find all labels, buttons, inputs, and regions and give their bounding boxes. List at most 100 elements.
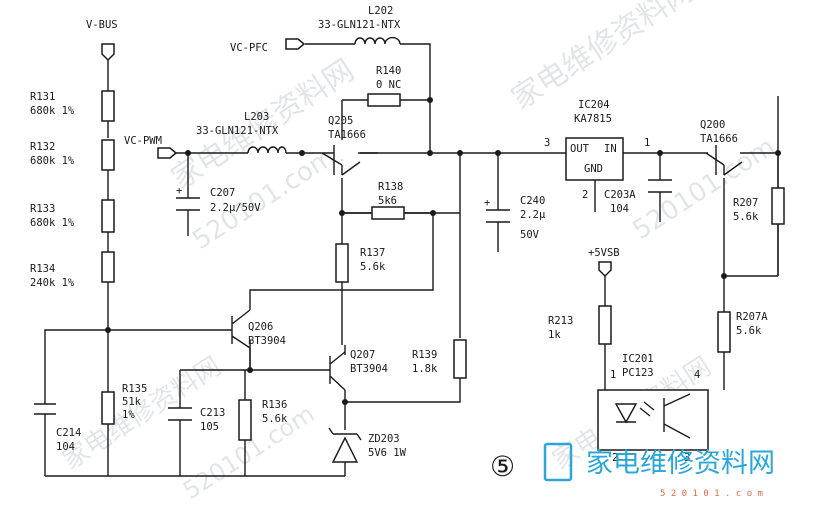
q206-label: Q206: [248, 321, 273, 333]
l202-part: 33-GLN121-NTX: [318, 19, 401, 31]
watermark-logo-url: 5 2 0 1 0 1 . c o m: [660, 489, 763, 499]
q205-part: TA1666: [328, 129, 366, 141]
ic201-part: PC123: [622, 367, 654, 379]
watermark-logo-text: 家电维修资料网: [586, 448, 775, 479]
c203a-capacitor-icon: [648, 179, 672, 193]
watermark-logo: 家电维修资料网 5 2 0 1 0 1 . c o m: [543, 442, 775, 499]
r131-resistor-icon: [101, 90, 115, 122]
c207-capacitor-icon: [176, 197, 200, 211]
r133-value: 680k 1%: [30, 217, 75, 229]
c207-value: 2.2μ/50V: [210, 202, 261, 214]
r133-label: R133: [30, 203, 55, 215]
r207-label: R207: [733, 197, 758, 209]
l203-label: L203: [244, 111, 269, 123]
vc-pfc-label: VC-PFC: [230, 42, 268, 54]
vc-pfc-connector-icon: [285, 38, 306, 50]
q207-part: BT3904: [350, 363, 388, 375]
r207a-label: R207A: [736, 311, 768, 323]
c207-plus: +: [176, 185, 182, 197]
r138-label: R138: [378, 181, 403, 193]
r135-label: R135: [122, 383, 147, 395]
zd203-label: ZD203: [368, 433, 400, 445]
c240-value-2: 50V: [520, 229, 540, 241]
c213-label: C213: [200, 407, 225, 419]
r134-resistor-icon: [101, 251, 115, 283]
zd203-zener-icon: [328, 427, 362, 463]
r136-resistor-icon: [238, 399, 252, 441]
r207a-resistor-icon: [717, 311, 731, 353]
l203-inductor-icon: [247, 146, 287, 154]
ic204-label: IC204: [578, 99, 610, 111]
r135-resistor-icon: [101, 391, 115, 425]
r132-value: 680k 1%: [30, 155, 75, 167]
r140-label: R140: [376, 65, 401, 77]
q207-transistor-icon: [329, 351, 346, 391]
ic204-part: KA7815: [574, 113, 612, 125]
c240-value-1: 2.2μ: [520, 209, 546, 221]
ic204-regulator-icon: [565, 137, 624, 181]
ic201-pin1: 1: [610, 369, 616, 381]
ic204-in: IN: [604, 143, 617, 155]
r134-label: R134: [30, 263, 55, 275]
q206-transistor-icon: [231, 309, 251, 370]
wiring: [44, 43, 779, 477]
r137-value: 5.6k: [360, 261, 386, 273]
ic201-pin4: 4: [694, 369, 700, 381]
ic204-pin3: 3: [544, 137, 550, 149]
r207a-value: 5.6k: [736, 325, 762, 337]
r135-value-2: 1%: [122, 409, 135, 421]
r213-resistor-icon: [598, 305, 612, 345]
watermark-url-2: 520101.com: [627, 132, 780, 246]
zd203-value: 5V6 1W: [368, 447, 407, 459]
q200-label: Q200: [700, 119, 725, 131]
r134-value: 240k 1%: [30, 277, 75, 289]
c214-value: 104: [56, 441, 75, 453]
ic204-pin1: 1: [644, 137, 650, 149]
ic201-label: IC201: [622, 353, 654, 365]
r213-value: 1k: [548, 329, 561, 341]
r140-resistor-icon: [367, 93, 401, 107]
r136-label: R136: [262, 399, 287, 411]
r132-resistor-icon: [101, 139, 115, 171]
c203a-value: 104: [610, 203, 629, 215]
vsb-connector-icon: [598, 261, 612, 278]
ic201-led-icon: [614, 401, 655, 424]
r131-value: 680k 1%: [30, 105, 75, 117]
r136-value: 5.6k: [262, 413, 288, 425]
c213-value: 105: [200, 421, 219, 433]
c214-capacitor-icon: [34, 403, 56, 415]
c213-capacitor-icon: [168, 407, 192, 421]
ic201-phototransistor-icon: [663, 393, 691, 439]
vc-pwm-label: VC-PWM: [124, 135, 162, 147]
vbus-label: V-BUS: [86, 19, 118, 31]
r132-label: R132: [30, 141, 55, 153]
ic204-out: OUT: [570, 143, 590, 155]
q206-part: BT3904: [248, 335, 286, 347]
l203-part: 33-GLN121-NTX: [196, 125, 279, 137]
vc-pwm-connector-icon: [157, 147, 178, 159]
r207-resistor-icon: [771, 187, 785, 225]
ic204-gnd: GND: [584, 163, 603, 175]
r131-label: R131: [30, 91, 55, 103]
r137-resistor-icon: [335, 243, 349, 283]
q200-part: TA1666: [700, 133, 738, 145]
c207-label: C207: [210, 187, 235, 199]
ic201-pin3: 3: [684, 452, 690, 464]
r213-label: R213: [548, 315, 573, 327]
c214-label: C214: [56, 427, 81, 439]
r137-label: R137: [360, 247, 385, 259]
l202-inductor-icon: [354, 36, 401, 45]
junctions: [105, 97, 781, 405]
r139-label: R139: [412, 349, 437, 361]
l202-label: L202: [368, 5, 393, 17]
q205-label: Q205: [328, 115, 353, 127]
vbus-connector-icon: [101, 43, 115, 62]
r138-resistor-icon: [371, 206, 405, 220]
r133-resistor-icon: [101, 199, 115, 233]
r139-value: 1.8k: [412, 363, 438, 375]
r207-value: 5.6k: [733, 211, 759, 223]
c240-capacitor-icon: [486, 209, 510, 223]
c203a-label: C203A: [604, 189, 636, 201]
vsb-label: +5VSB: [588, 247, 620, 259]
